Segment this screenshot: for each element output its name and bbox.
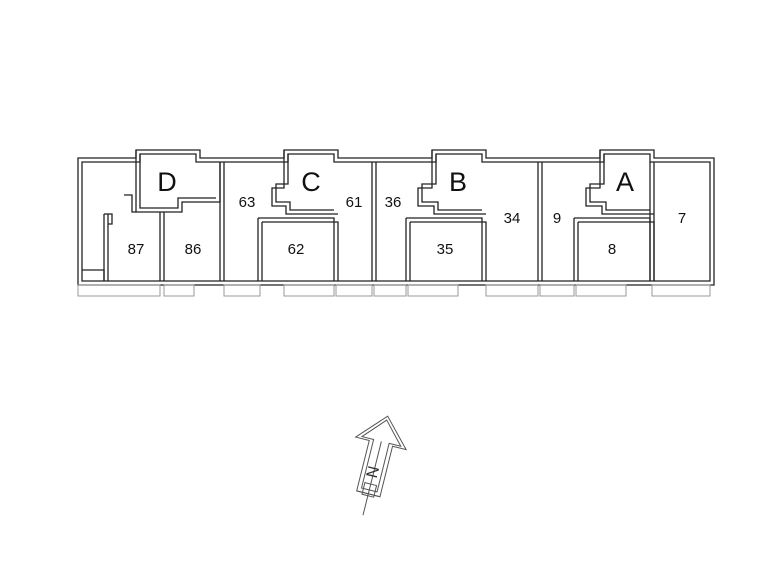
balcony [283,284,335,297]
balcony [575,284,627,297]
balcony [335,284,373,297]
balcony [651,284,711,297]
stairwell-d-block [103,150,225,281]
unit-label-63: 63 [239,194,256,211]
unit-label-62: 62 [288,241,305,258]
balcony [485,284,539,297]
unit-label-61: 61 [346,194,363,211]
balcony [373,284,407,297]
unit-label-9: 9 [553,210,561,227]
stairwell-label-b: B [449,167,467,197]
balcony [539,284,575,297]
stairwell-label-c: C [301,167,321,197]
balcony [163,284,195,297]
stairwell-a-block [573,150,655,281]
unit-label-34: 34 [504,210,521,227]
stairwell-c-block [257,150,377,281]
stairwell-label-d: D [157,167,177,197]
unit-label-86: 86 [185,241,202,258]
stairwell-label-a: A [616,167,634,197]
unit-label-36: 36 [385,194,402,211]
unit-label-35: 35 [437,241,454,258]
north-arrow-icon [354,415,408,516]
stairwell-b-block [405,150,543,281]
unit-label-87: 87 [128,241,145,258]
unit-label-7: 7 [678,210,686,227]
balcony [77,284,161,297]
balcony [407,284,459,297]
unit-label-8: 8 [608,241,616,258]
balcony [223,284,261,297]
balconies [77,284,711,297]
north-arrow-label: N [362,464,381,479]
